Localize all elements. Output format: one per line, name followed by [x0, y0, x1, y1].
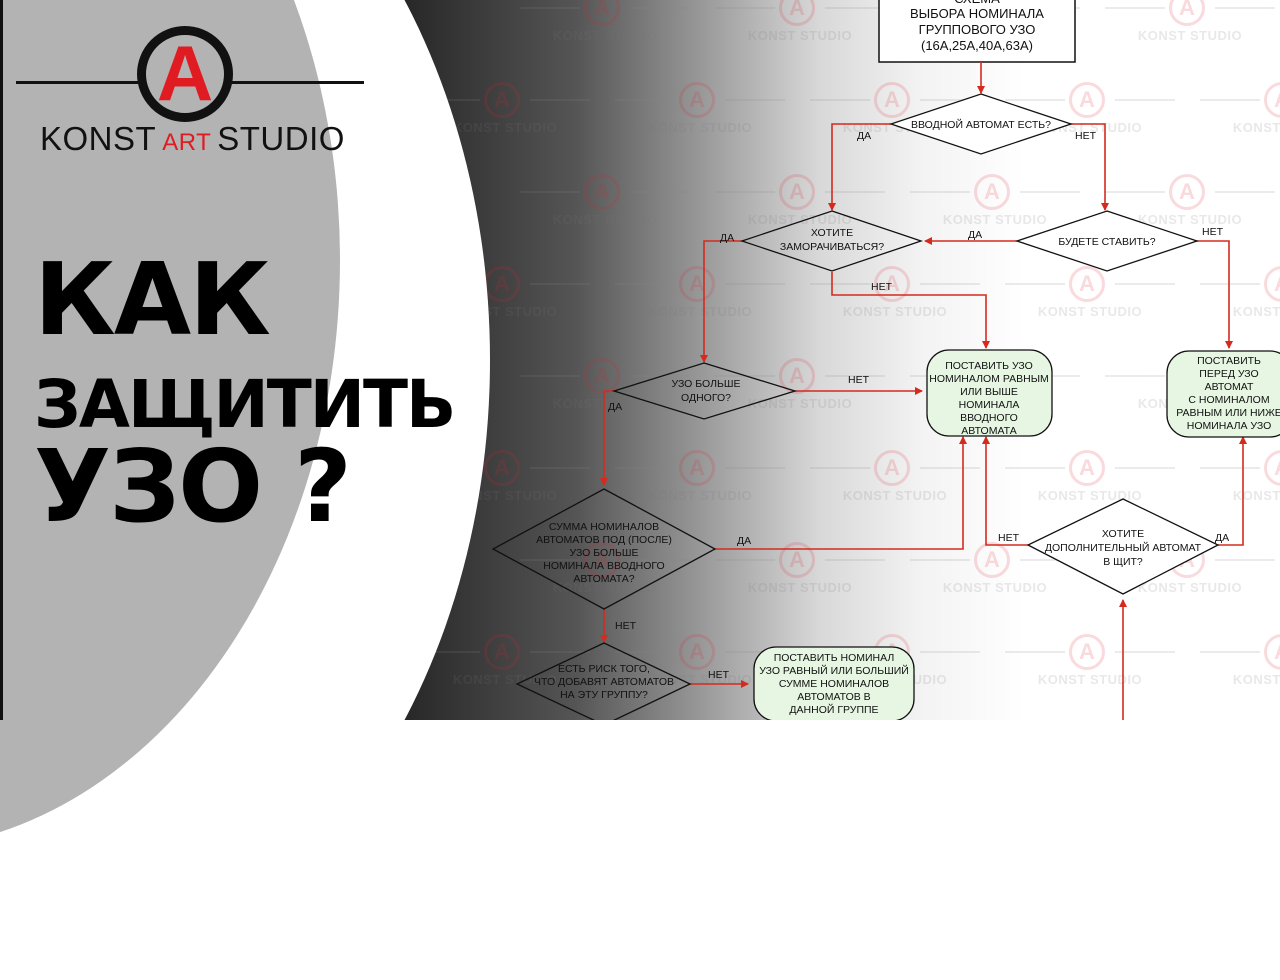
svg-text:ПОСТАВИТЬ: ПОСТАВИТЬ: [1197, 355, 1261, 367]
svg-text:ВЫБОРА НОМИНАЛА: ВЫБОРА НОМИНАЛА: [910, 6, 1044, 21]
svg-text:ДОПОЛНИТЕЛЬНЫЙ АВТОМАТ: ДОПОЛНИТЕЛЬНЫЙ АВТОМАТ: [1045, 541, 1202, 554]
svg-text:ХОТИТЕ: ХОТИТЕ: [811, 227, 853, 239]
svg-text:НОМИНАЛА ВВОДНОГО: НОМИНАЛА ВВОДНОГО: [543, 560, 664, 572]
svg-text:НА ЭТУ ГРУППУ?: НА ЭТУ ГРУППУ?: [560, 689, 648, 701]
svg-text:БУДЕТЕ СТАВИТЬ?: БУДЕТЕ СТАВИТЬ?: [1058, 236, 1155, 248]
brand-studio: STUDIO: [217, 120, 345, 157]
svg-text:ПОСТАВИТЬ УЗО: ПОСТАВИТЬ УЗО: [945, 360, 1033, 372]
decision-d2: ХОТИТЕ ЗАМОРАЧИВАТЬСЯ?: [739, 210, 924, 272]
decision-d4: УЗО БОЛЬШЕ ОДНОГО?: [611, 362, 798, 420]
logo-letter: A: [156, 29, 214, 117]
svg-text:НЕТ: НЕТ: [708, 669, 730, 681]
decision-d7: ЕСТЬ РИСК ТОГО, ЧТО ДОБАВЯТ АВТОМАТОВ НА…: [515, 642, 692, 720]
svg-text:В ЩИТ?: В ЩИТ?: [1103, 556, 1143, 568]
svg-text:ИЛИ ВЫШЕ: ИЛИ ВЫШЕ: [960, 386, 1018, 398]
svg-text:ОДНОГО?: ОДНОГО?: [681, 392, 731, 404]
svg-text:НЕТ: НЕТ: [848, 374, 870, 386]
decision-d1: ВВОДНОЙ АВТОМАТ ЕСТЬ?: [888, 93, 1074, 155]
svg-text:АВТОМАТ: АВТОМАТ: [1205, 381, 1254, 393]
connectors: [600, 62, 1247, 720]
svg-text:НЕТ: НЕТ: [615, 620, 637, 632]
svg-text:ДА: ДА: [1215, 532, 1229, 544]
svg-text:РАВНЫМ ИЛИ НИЖЕ: РАВНЫМ ИЛИ НИЖЕ: [1176, 407, 1280, 419]
svg-text:АВТОМАТА?: АВТОМАТА?: [573, 573, 634, 585]
brand-konst: KONST: [40, 120, 157, 157]
decision-d3: БУДЕТЕ СТАВИТЬ?: [1014, 210, 1200, 272]
start-box: СХЕМА ВЫБОРА НОМИНАЛА ГРУППОВОГО УЗО (16…: [878, 0, 1076, 63]
title-line-3: УЗО ?: [34, 428, 352, 545]
logo-line-left: [16, 81, 138, 84]
title-line-1: КАК: [34, 241, 271, 358]
svg-text:НЕТ: НЕТ: [1202, 226, 1224, 238]
svg-text:СХЕМА: СХЕМА: [954, 0, 1000, 6]
svg-text:ГРУППОВОГО УЗО: ГРУППОВОГО УЗО: [919, 22, 1036, 37]
result-r3: ПОСТАВИТЬ НОМИНАЛ УЗО РАВНЫЙ ИЛИ БОЛЬШИЙ…: [753, 646, 915, 720]
svg-text:ЕСТЬ РИСК ТОГО,: ЕСТЬ РИСК ТОГО,: [558, 663, 650, 675]
decision-d5: СУММА НОМИНАЛОВ АВТОМАТОВ ПОД (ПОСЛЕ) УЗ…: [491, 488, 717, 610]
svg-text:ДАННОЙ ГРУППЕ: ДАННОЙ ГРУППЕ: [789, 703, 878, 716]
svg-text:ВВОДНОГО: ВВОДНОГО: [960, 412, 1018, 424]
left-edge-bar: [0, 0, 3, 720]
svg-text:НОМИНАЛА: НОМИНАЛА: [959, 399, 1020, 411]
logo-circle-icon: [137, 26, 233, 122]
brand-art: ART: [162, 129, 212, 156]
svg-text:ПОСТАВИТЬ НОМИНАЛ: ПОСТАВИТЬ НОМИНАЛ: [774, 652, 895, 664]
svg-text:АВТОМАТОВ В: АВТОМАТОВ В: [797, 691, 870, 703]
result-r1: ПОСТАВИТЬ УЗО НОМИНАЛОМ РАВНЫМ ИЛИ ВЫШЕ …: [926, 349, 1053, 437]
svg-text:ДА: ДА: [608, 401, 622, 413]
svg-text:НЕТ: НЕТ: [998, 532, 1020, 544]
svg-text:(16А,25А,40А,63А): (16А,25А,40А,63А): [921, 38, 1033, 53]
logo-line-right: [232, 81, 364, 84]
branch-labels: ДА НЕТ ДА ДА НЕТ НЕТ НЕТ ДА ДА НЕТ НЕТ Н…: [608, 130, 1229, 681]
result-r2: ПОСТАВИТЬ ПЕРЕД УЗО АВТОМАТ С НОМИНАЛОМ …: [1166, 350, 1280, 438]
svg-text:СУММЕ НОМИНАЛОВ: СУММЕ НОМИНАЛОВ: [779, 678, 889, 690]
svg-text:УЗО БОЛЬШЕ: УЗО БОЛЬШЕ: [672, 378, 741, 390]
svg-text:ЧТО ДОБАВЯТ АВТОМАТОВ: ЧТО ДОБАВЯТ АВТОМАТОВ: [534, 676, 674, 688]
svg-text:НОМИНАЛОМ РАВНЫМ: НОМИНАЛОМ РАВНЫМ: [929, 373, 1049, 385]
svg-text:ДА: ДА: [968, 229, 982, 241]
svg-text:ХОТИТЕ: ХОТИТЕ: [1102, 528, 1144, 540]
svg-text:АВТОМАТА: АВТОМАТА: [961, 425, 1016, 437]
svg-text:ЗАМОРАЧИВАТЬСЯ?: ЗАМОРАЧИВАТЬСЯ?: [780, 241, 884, 253]
decision-d6: ХОТИТЕ ДОПОЛНИТЕЛЬНЫЙ АВТОМАТ В ЩИТ?: [1026, 498, 1220, 595]
title-line-2: ЗАЩИТИТЬ: [34, 366, 456, 443]
svg-text:НЕТ: НЕТ: [1075, 130, 1097, 142]
svg-text:УЗО БОЛЬШЕ: УЗО БОЛЬШЕ: [570, 547, 639, 559]
svg-text:СУММА НОМИНАЛОВ: СУММА НОМИНАЛОВ: [549, 521, 659, 533]
svg-text:НОМИНАЛА УЗО: НОМИНАЛА УЗО: [1187, 420, 1272, 432]
svg-text:С НОМИНАЛОМ: С НОМИНАЛОМ: [1188, 394, 1269, 406]
svg-text:ДА: ДА: [857, 130, 871, 142]
svg-text:УЗО РАВНЫЙ ИЛИ БОЛЬШИЙ: УЗО РАВНЫЙ ИЛИ БОЛЬШИЙ: [759, 664, 909, 677]
svg-text:ДА: ДА: [737, 535, 751, 547]
flowchart: СХЕМА ВЫБОРА НОМИНАЛА ГРУППОВОГО УЗО (16…: [491, 0, 1280, 720]
svg-text:НЕТ: НЕТ: [871, 281, 893, 293]
svg-text:ПЕРЕД УЗО: ПЕРЕД УЗО: [1199, 368, 1258, 380]
svg-text:ДА: ДА: [720, 232, 734, 244]
svg-text:АВТОМАТОВ ПОД (ПОСЛЕ): АВТОМАТОВ ПОД (ПОСЛЕ): [536, 534, 672, 546]
svg-text:ВВОДНОЙ АВТОМАТ ЕСТЬ?: ВВОДНОЙ АВТОМАТ ЕСТЬ?: [911, 118, 1051, 131]
